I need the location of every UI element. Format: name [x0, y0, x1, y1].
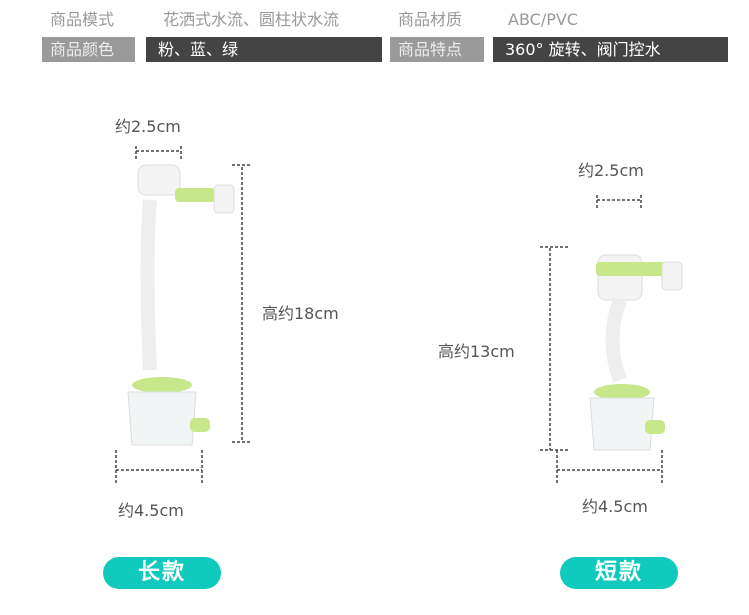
short-top-width-label: 约2.5cm — [578, 161, 644, 180]
spec-value-mode: 花洒式水流、圆柱状水流 — [163, 10, 340, 29]
spec-label-feature: 商品特点 — [390, 37, 484, 62]
long-version-button[interactable]: 长款 — [103, 557, 221, 589]
short-height-label: 高约13cm — [438, 342, 515, 361]
spec-label-material: 商品材质 — [398, 10, 463, 29]
long-top-width-label: 约2.5cm — [115, 117, 181, 136]
spec-value-material: ABC/PVC — [508, 10, 578, 29]
short-bottom-width-label: 约4.5cm — [582, 497, 648, 516]
spec-label-mode: 商品模式 — [50, 10, 115, 29]
spec-value-color: 粉、蓝、绿 — [146, 37, 382, 62]
short-version-button[interactable]: 短款 — [560, 557, 678, 589]
long-height-label: 高约18cm — [262, 304, 339, 323]
short-faucet-image — [589, 254, 683, 451]
spec-value-feature: 360° 旋转、阀门控水 — [493, 37, 728, 62]
long-faucet-image — [127, 164, 235, 446]
long-bottom-width-label: 约4.5cm — [118, 501, 184, 520]
spec-label-color: 商品颜色 — [42, 37, 135, 62]
